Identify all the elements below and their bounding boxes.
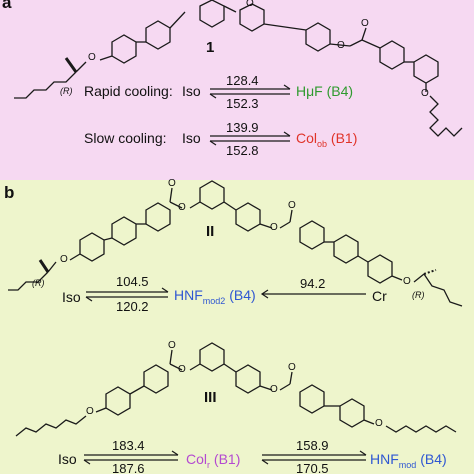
- ii-oxygen-ether-right: O: [403, 276, 411, 287]
- iii-carbonyl-left: O: [168, 340, 176, 351]
- iii-temp-top-2: 158.9: [296, 438, 329, 453]
- iii-hnf-mod-label: HNFmod (B4): [370, 451, 447, 470]
- iii-temp-bottom-2: 170.5: [296, 461, 329, 476]
- hmf-phase-label: HμF (B4): [296, 83, 354, 99]
- ii-hnf-mod2-label: HNFmod2 (B4): [174, 287, 256, 306]
- iii-arrows: [83, 450, 367, 465]
- ii-stereo-label-right: (R): [412, 290, 425, 300]
- rapid-equilibrium-arrow: [209, 84, 291, 99]
- rapid-temp-top: 128.4: [226, 73, 259, 88]
- iii-oxygen-left: O: [178, 364, 186, 375]
- slow-cooling-label: Slow cooling:: [84, 130, 167, 146]
- ii-temp-top-left: 104.5: [116, 274, 149, 289]
- stereo-label-r: (R): [60, 86, 73, 96]
- slow-temp-bottom: 152.8: [226, 143, 259, 158]
- panel-letter-a: a: [2, 0, 12, 12]
- ii-oxygen-ether-left: O: [60, 254, 68, 265]
- iii-temp-bottom-1: 187.6: [112, 461, 145, 476]
- ii-arrows: [85, 287, 366, 302]
- slow-temp-top: 139.9: [226, 120, 259, 135]
- oxygen-atom-core: O: [246, 0, 254, 9]
- iso-label-slow: Iso: [182, 130, 201, 146]
- oxygen-atom-ester: O: [337, 40, 345, 51]
- ii-stereo-label-left: (R): [32, 278, 45, 288]
- iso-label-rapid: Iso: [182, 83, 201, 99]
- compound-label-III: III: [204, 389, 217, 406]
- iii-colr-label: Colr (B1): [186, 451, 241, 470]
- rapid-temp-bottom: 152.3: [226, 96, 259, 111]
- ii-oxygen-left: O: [178, 202, 186, 213]
- ii-iso-label: Iso: [62, 289, 81, 305]
- compound-label-II: II: [206, 223, 215, 240]
- slow-equilibrium-arrow: [209, 131, 291, 146]
- colob-phase-label: Colob (B1): [296, 130, 358, 149]
- ii-oxygen-right: O: [270, 222, 278, 233]
- iii-oxygen-right: O: [270, 384, 278, 395]
- carbonyl-oxygen: O: [361, 18, 369, 29]
- ii-cr-label: Cr: [372, 288, 387, 304]
- ii-temp-top-right: 94.2: [300, 276, 326, 291]
- iii-carbonyl-right: O: [288, 362, 296, 373]
- molecule-II-structure: [8, 180, 463, 307]
- panel-a: O O O O O (R) a 1 Rapid cooling: Iso 128…: [0, 0, 474, 180]
- ii-carbonyl-left: O: [168, 178, 176, 189]
- iii-iso-label: Iso: [58, 451, 77, 467]
- molecule-III-structure: [15, 342, 457, 437]
- compound-label-1: 1: [206, 39, 215, 56]
- iii-temp-top-1: 183.4: [112, 438, 145, 453]
- oxygen-atom-left: O: [88, 52, 96, 63]
- ii-temp-bottom-left: 120.2: [116, 299, 149, 314]
- rapid-cooling-label: Rapid cooling:: [84, 83, 173, 99]
- molecule-1-structure: [14, 0, 463, 137]
- iii-oxygen-ether-left: O: [86, 406, 94, 417]
- panel-letter-b: b: [4, 183, 15, 202]
- panel-b: b: [0, 178, 474, 476]
- iii-oxygen-ether-right: O: [375, 418, 383, 429]
- oxygen-atom-right: O: [421, 88, 429, 99]
- ii-carbonyl-right: O: [288, 200, 296, 211]
